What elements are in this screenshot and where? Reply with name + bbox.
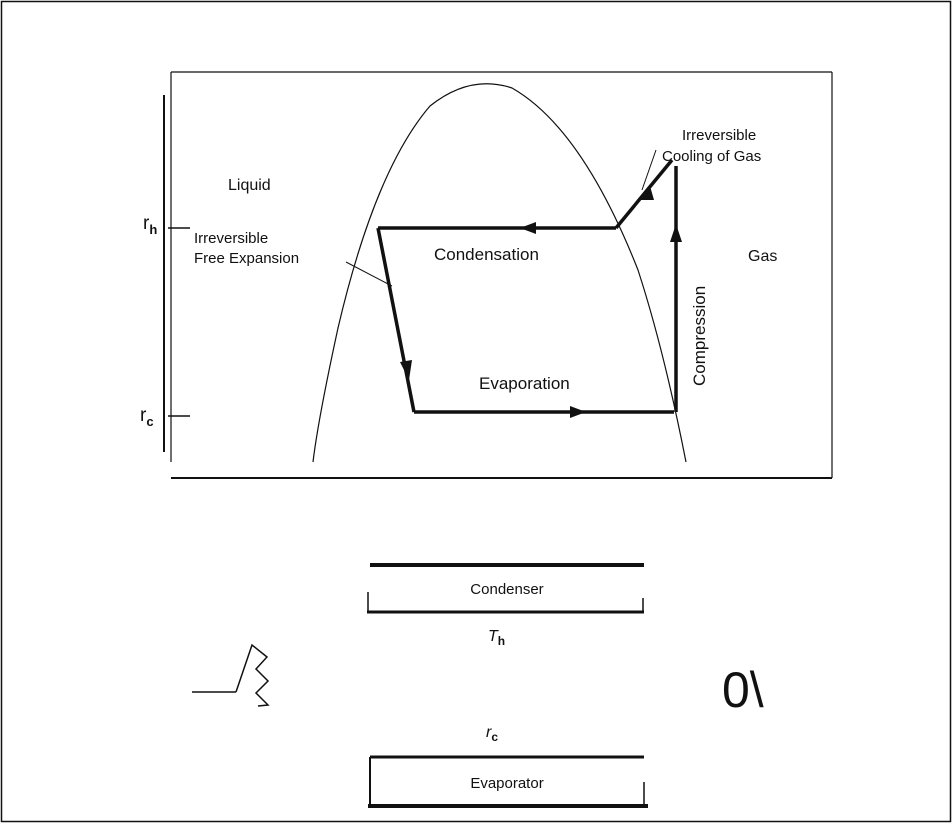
t-hot-label: rh xyxy=(143,213,157,237)
right-fragment-symbol: 0\ xyxy=(722,662,764,718)
evaporation-arrow xyxy=(570,406,586,418)
free-expansion-label-line1: Irreversible xyxy=(194,230,268,247)
free-expansion-label-line2: Free Expansion xyxy=(194,250,299,267)
expansion-arrow xyxy=(400,360,412,380)
saturation-dome xyxy=(312,83,687,463)
cooling-label-line1: Irreversible xyxy=(682,127,756,144)
resistor-zigzag xyxy=(235,643,270,707)
condenser-temp-label: Th xyxy=(488,628,505,648)
dome-gap-left xyxy=(299,429,312,463)
cooling-leader xyxy=(641,149,657,191)
free-expansion-leader xyxy=(345,261,393,287)
condensation-arrow xyxy=(520,222,536,234)
condensation-label: Condensation xyxy=(434,245,539,264)
refrigeration-cycle-path xyxy=(376,158,678,414)
resistor-symbol xyxy=(192,643,270,707)
t-cold-label: rc xyxy=(140,405,154,429)
condenser: Condenser xyxy=(367,563,644,614)
evaporator: Evaporator xyxy=(368,755,648,808)
compression-arrow xyxy=(670,224,682,242)
condenser-label: Condenser xyxy=(470,581,543,598)
cooling-arrow xyxy=(638,186,654,200)
cooling-label-line2: Cooling of Gas xyxy=(662,148,761,165)
liquid-label: Liquid xyxy=(228,177,271,194)
gas-label: Gas xyxy=(748,248,777,265)
evaporation-label: Evaporation xyxy=(479,374,570,393)
evaporator-temp-label: rc xyxy=(486,724,498,744)
free-expansion-line xyxy=(376,227,416,413)
evaporator-label: Evaporator xyxy=(470,775,543,792)
compression-label: Compression xyxy=(690,286,709,386)
